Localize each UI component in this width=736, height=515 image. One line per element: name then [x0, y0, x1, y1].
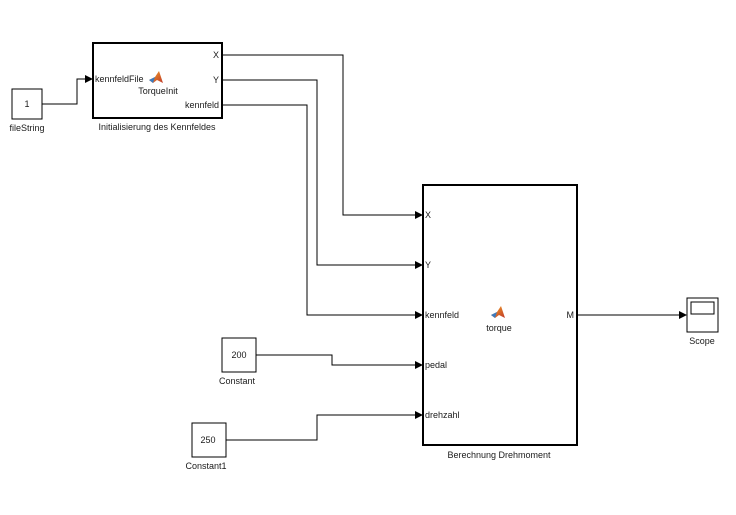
constant1-block[interactable]: 250 Constant1: [185, 422, 227, 471]
constant-name: Constant: [219, 376, 256, 386]
signal-y[interactable]: [222, 79, 423, 269]
torqueinit-block[interactable]: kennfeldFile X Y kennfeld TorqueInit Ini…: [92, 42, 223, 132]
signal-kennfeld[interactable]: [222, 104, 423, 319]
torqueinit-function: TorqueInit: [138, 86, 178, 96]
constant-block[interactable]: 200 Constant: [219, 337, 257, 386]
port-kennfeld-in: kennfeld: [425, 310, 459, 320]
scope-block[interactable]: Scope: [686, 297, 719, 346]
matlab-logo-icon: [491, 306, 505, 318]
matlab-logo-icon: [149, 71, 163, 83]
port-kennfeldfile: kennfeldFile: [95, 74, 144, 84]
torque-name: Berechnung Drehmoment: [447, 450, 551, 460]
port-pedal-in: pedal: [425, 360, 447, 370]
signal-pedal[interactable]: [256, 354, 423, 369]
torqueinit-name: Initialisierung des Kennfeldes: [98, 122, 216, 132]
scope-icon: [690, 301, 715, 315]
filestring-value: 1: [24, 99, 29, 109]
port-y-in: Y: [425, 260, 431, 270]
signal-drehzahl[interactable]: [226, 411, 423, 441]
filestring-block[interactable]: 1 fileString: [9, 88, 45, 133]
signal-filestring-to-torqueinit[interactable]: [42, 75, 93, 105]
constant-value: 200: [231, 350, 246, 360]
port-x-out: X: [213, 50, 219, 60]
port-m-out: M: [567, 310, 575, 320]
port-drehzahl-in: drehzahl: [425, 410, 460, 420]
port-kennfeld-out: kennfeld: [185, 100, 219, 110]
signal-x[interactable]: [222, 54, 423, 219]
constant1-value: 250: [200, 435, 215, 445]
constant1-name: Constant1: [185, 461, 226, 471]
port-y-out: Y: [213, 75, 219, 85]
port-x-in: X: [425, 210, 431, 220]
torque-function: torque: [486, 323, 512, 333]
torque-block[interactable]: X Y kennfeld pedal drehzahl M torque Ber…: [422, 184, 578, 460]
filestring-name: fileString: [9, 123, 44, 133]
scope-name: Scope: [689, 336, 715, 346]
